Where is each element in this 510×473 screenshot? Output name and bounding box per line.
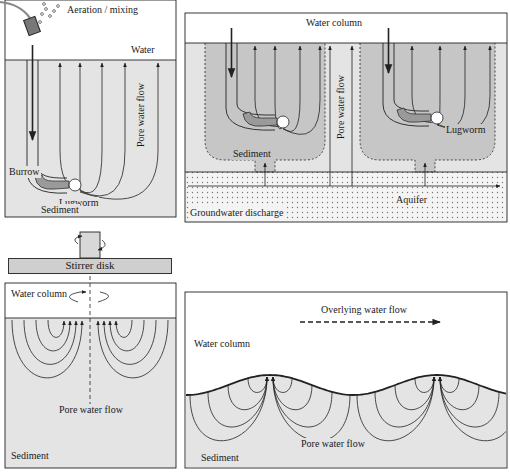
inflow-arrow [32,45,34,140]
sediment-area [5,60,176,217]
aquifer-area [185,172,507,222]
flow-line [357,377,434,441]
part-label: Pore water flow [335,74,347,140]
sediment-area [185,43,507,172]
flow-line [104,320,156,364]
flow-line [273,377,292,392]
flushed-zone [205,43,325,172]
air-bubble [57,5,60,8]
part-label: Aeration / mixing [66,4,139,16]
sediment-area [186,375,506,467]
upflow-arrow [265,163,266,186]
flow-line [48,320,64,337]
part-label: Overlying water flow [320,304,408,316]
part-label: Pore water flow [300,438,366,450]
flow-line [273,377,332,427]
flow-line [440,377,499,427]
flow-line [415,377,434,392]
stirrer-disk: Stirrer disk [8,258,172,274]
sediment-surface [5,60,176,61]
lugworm-body [397,108,431,122]
air-bubble [49,15,52,18]
sediment-area [5,318,176,468]
part-label: Water column [10,288,68,300]
panel-frame [185,13,507,222]
part-label: Groundwater discharge [189,207,284,219]
air-bubble [39,21,42,24]
sediment-surface [5,318,176,319]
flow-line [437,46,490,130]
rotation-axis [90,276,91,410]
flow-line [12,320,82,378]
flow-line [80,63,125,196]
flow-line [208,377,267,427]
burrow-wall [38,60,67,178]
flow-line [80,63,158,199]
inflow-arrow [388,28,390,73]
rotation-arrow [75,236,82,244]
groundwater-arrow [188,186,500,187]
burrow-wall [237,43,275,115]
sediment-surface [186,375,506,395]
air-bubble [53,10,56,13]
flushed-zone [360,43,495,172]
rotation-arrow [98,292,109,302]
sediment-surface [185,43,507,44]
air-bubble [41,13,44,16]
aquifer-boundary [185,172,507,173]
upflow-arrow [330,46,331,186]
part-label: Sediment [10,450,50,462]
part-label: Sediment [232,148,272,160]
node-text: Stirrer disk [65,259,114,271]
flow-line [190,377,267,441]
lugworm-body [243,112,277,126]
flow-line [80,63,81,190]
lugworm-head [431,112,443,124]
air-hose [0,2,30,18]
lugworm-head [69,179,81,191]
aerator [24,16,41,35]
flow-line [248,377,267,392]
panel-frame [185,292,507,468]
flow-line [273,377,350,441]
part-label: Pore water flow [58,404,124,416]
flow-line [60,63,80,188]
water-flow-arrow [300,321,440,322]
burrow-wall [394,43,429,111]
part-label: Sediment [200,452,240,464]
upflow-arrow [352,46,353,186]
flow-line [440,377,459,392]
stirrer-shaft [80,232,100,258]
flow-line [80,63,102,193]
flow-line [36,320,70,351]
flow-line [440,377,506,441]
air-bubble [43,3,46,6]
part-label: Aquifer [395,194,428,206]
part-label: Water column [305,17,363,29]
part-label: Lugworm [445,124,486,136]
part-label: Burrow [8,166,41,178]
air-bubble [45,8,48,11]
upflow-arrow [425,163,426,186]
flow-line [110,320,144,351]
part-label: Pore water flow [135,82,147,148]
part-label: Sediment [40,204,80,216]
flow-line [375,377,434,427]
part-label: Water column [193,338,251,350]
inflow-arrow [231,28,233,77]
rotation-arrow [69,292,86,302]
panel-frame [5,0,176,217]
flow-line [24,320,76,364]
flow-line [116,320,132,337]
part-label: Water [130,44,156,56]
rotation-arrow [98,240,105,250]
lugworm-head [277,116,289,128]
panel-frame [5,283,176,468]
flow-line [98,320,168,378]
